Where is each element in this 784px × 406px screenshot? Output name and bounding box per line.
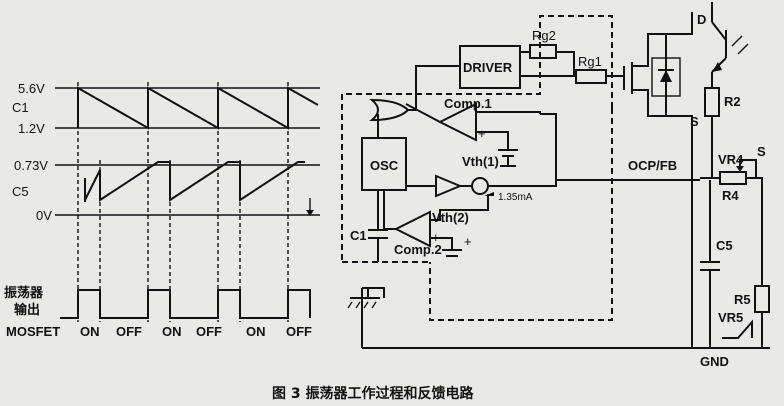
ocp-fb-label: OCP/FB bbox=[628, 158, 677, 173]
r5-label: R5 bbox=[734, 292, 751, 307]
mosfet-label: MOSFET bbox=[6, 324, 60, 339]
vth2-label: Vth(2) bbox=[432, 210, 469, 225]
driver-label: DRIVER bbox=[463, 60, 513, 75]
c5-high-label: 0.73V bbox=[14, 158, 48, 173]
drain-label: D bbox=[697, 12, 706, 27]
r4-resistor bbox=[719, 171, 747, 185]
osc-label: OSC bbox=[370, 158, 399, 173]
c5-label-circuit: C5 bbox=[716, 238, 733, 253]
ic-boundary-right bbox=[429, 108, 613, 321]
offset-arrow-head bbox=[306, 210, 314, 216]
mosfet-state-2: OFF bbox=[116, 324, 142, 339]
r2-resistor bbox=[704, 87, 720, 117]
comp1-triangle bbox=[437, 102, 477, 142]
mosfet-state-1: ON bbox=[80, 324, 100, 339]
mosfet-state-3: ON bbox=[162, 324, 182, 339]
rg2-label: Rg2 bbox=[532, 28, 556, 43]
comp1-plus: + bbox=[478, 126, 486, 141]
or-gate bbox=[369, 98, 410, 122]
mosfet-symbol bbox=[623, 12, 693, 150]
figure-caption: 图 3 振荡器工作过程和反馈电路 bbox=[272, 385, 474, 402]
buffer-triangle bbox=[435, 174, 463, 198]
vr5-label: VR5 bbox=[718, 310, 743, 325]
mosfet-state-6: OFF bbox=[286, 324, 312, 339]
r4-label: R4 bbox=[722, 188, 739, 203]
osc-output-label-2: 输出 bbox=[14, 302, 40, 318]
osc-output-label-1: 振荡器 bbox=[4, 285, 44, 301]
vth2-plus: + bbox=[464, 234, 472, 249]
c1-label-circuit: C1 bbox=[350, 228, 367, 243]
c5-sawtooth bbox=[84, 161, 305, 202]
current-source-circle bbox=[471, 177, 489, 195]
c1-low-label: 1.2V bbox=[18, 121, 45, 136]
rg1-resistor bbox=[575, 69, 607, 84]
feedback-circuit: DRIVER Rg2 Rg1 D S bbox=[341, 2, 770, 369]
vr5-symbol bbox=[722, 319, 753, 339]
c1-high-label: 5.6V bbox=[18, 81, 45, 96]
gnd-label: GND bbox=[700, 354, 729, 369]
c5-label: C5 bbox=[12, 184, 29, 199]
mosfet-state-5: ON bbox=[246, 324, 266, 339]
ic-boundary-top bbox=[341, 15, 613, 260]
r2-label: R2 bbox=[724, 94, 741, 109]
vth1-label: Vth(1) bbox=[462, 154, 499, 169]
vr4-label: VR4 bbox=[718, 152, 744, 167]
ground-hatch bbox=[347, 301, 377, 309]
r5-resistor bbox=[754, 285, 770, 313]
waveform-panel: C1 5.6V 1.2V C5 0.73V 0V 振荡器 输出 MOSFET O… bbox=[4, 81, 320, 339]
comp2-label: Comp.2 bbox=[394, 242, 442, 257]
mosfet-state-4: OFF bbox=[196, 324, 222, 339]
comp2-triangle bbox=[393, 210, 431, 248]
current-label: 1.35mA bbox=[498, 192, 533, 203]
source-label-top: S bbox=[690, 114, 699, 129]
c1-label: C1 bbox=[12, 100, 29, 115]
optocoupler-transistor bbox=[711, 2, 749, 88]
source-label-right: S bbox=[757, 144, 766, 159]
c5-zero-label: 0V bbox=[36, 208, 52, 223]
comp1-label: Comp.1 bbox=[444, 96, 492, 111]
timing-guides bbox=[77, 82, 289, 322]
rg1-label: Rg1 bbox=[578, 54, 602, 69]
osc-output-pulses bbox=[60, 289, 311, 319]
c1-sawtooth bbox=[77, 86, 319, 130]
rg2-resistor bbox=[529, 44, 557, 59]
